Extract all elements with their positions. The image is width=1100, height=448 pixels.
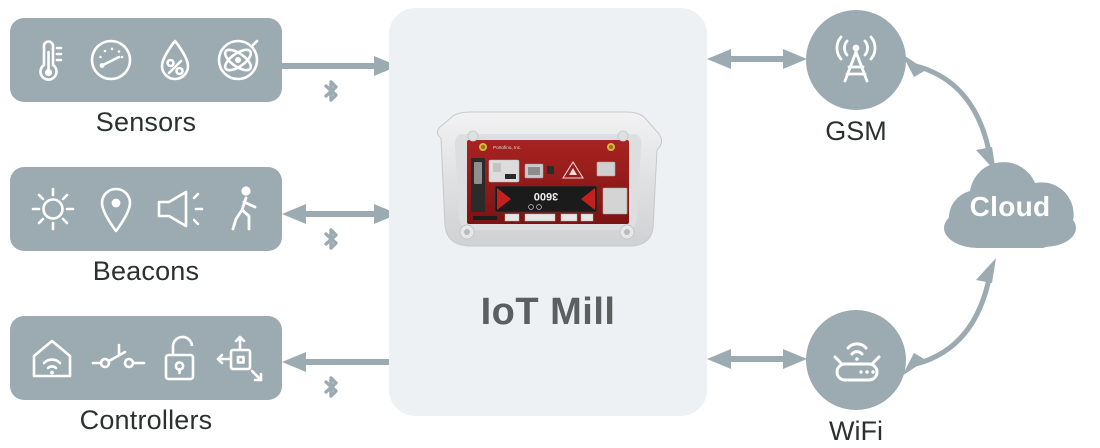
beacons-icon-pill — [10, 167, 282, 251]
connector-center-gsm — [707, 40, 807, 80]
bluetooth-icon — [324, 80, 338, 102]
connector-gsm-cloud — [880, 30, 1060, 190]
controllers-icon-pill — [10, 316, 282, 400]
beacons-label: Beacons — [92, 256, 200, 286]
speaker-sound-icon — [157, 190, 204, 228]
thermometer-icon — [39, 40, 63, 81]
atom-radiation-icon — [217, 39, 259, 81]
cell-tower-icon — [835, 35, 877, 83]
smart-home-wifi-icon — [32, 339, 72, 378]
group-controllers[interactable]: Controllers — [10, 316, 282, 434]
map-pin-location-icon — [100, 187, 132, 233]
wifi-label: WiFi — [829, 416, 883, 446]
actuator-move-icon — [216, 335, 263, 382]
gsm-circle — [806, 10, 906, 110]
iot-mill-card[interactable]: Portofino, Inc. — [389, 8, 707, 416]
node-gsm[interactable]: GSM — [806, 10, 906, 145]
sensors-icon-pill — [10, 18, 282, 102]
connector-center-wifi — [707, 340, 807, 380]
cloud-label: Cloud — [969, 191, 1051, 222]
bluetooth-icon — [324, 228, 338, 250]
card-title: IoT Mill — [480, 291, 616, 333]
connector-sensors — [282, 38, 400, 118]
unlocked-padlock-icon — [164, 335, 195, 381]
switch-toggle-icon — [91, 343, 146, 369]
iot-mill-device-photo: Portofino, Inc. — [436, 111, 663, 247]
humidity-drop-percent-icon — [160, 39, 190, 81]
walking-person-motion-icon — [231, 186, 257, 231]
controllers-label: Controllers — [79, 405, 213, 435]
group-sensors[interactable]: Sensors — [10, 18, 282, 136]
cloud-icon — [944, 162, 1076, 248]
gauge-icon — [90, 39, 132, 81]
sun-light-icon — [31, 187, 75, 231]
wifi-circle — [806, 310, 906, 410]
sensors-label: Sensors — [95, 107, 197, 137]
connector-controllers — [282, 334, 400, 414]
battery-label: 3600 — [534, 190, 558, 202]
connector-wifi-cloud — [880, 240, 1060, 400]
bluetooth-icon — [324, 376, 338, 398]
group-beacons[interactable]: Beacons — [10, 167, 282, 285]
gsm-label: GSM — [825, 116, 887, 146]
node-cloud[interactable]: Cloud — [936, 150, 1084, 260]
connector-beacons — [282, 186, 400, 266]
node-wifi[interactable]: WiFi — [806, 310, 906, 445]
wifi-router-icon — [833, 342, 881, 382]
pcb-silkscreen-text: Portofino, Inc. — [493, 145, 521, 150]
